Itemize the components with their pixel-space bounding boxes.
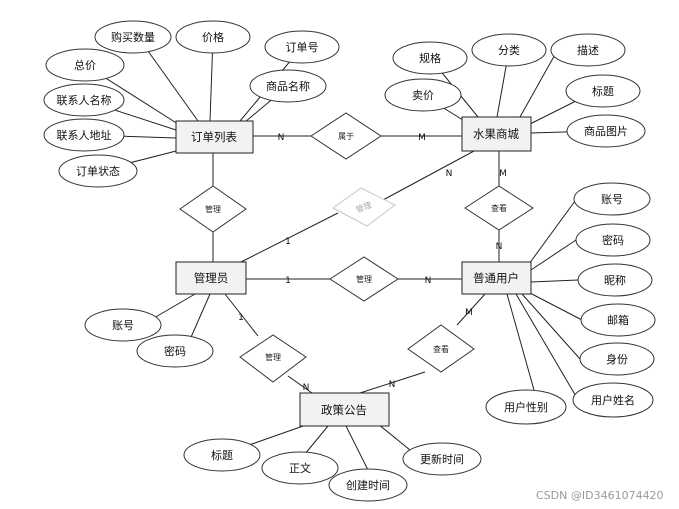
card-notice-user: N — [389, 380, 396, 390]
card-admin-manage-goods: 1 — [285, 237, 291, 247]
attr-fruit-image[interactable]: 商品图片 — [566, 114, 646, 148]
attr-fruit-sell-price[interactable]: 卖价 — [384, 78, 462, 112]
entity-order-list[interactable]: 订单列表 — [175, 120, 254, 154]
attr-order-contact-name[interactable]: 联系人名称 — [43, 83, 125, 117]
attr-user-realname-label: 用户姓名 — [591, 393, 635, 407]
attr-user-password-label: 密码 — [602, 233, 624, 247]
attr-notice-title-label: 标题 — [211, 448, 233, 462]
entity-fruit-mall-label: 水果商城 — [473, 127, 519, 141]
entity-user-label: 普通用户 — [473, 271, 519, 285]
attr-order-total[interactable]: 总价 — [45, 48, 125, 82]
attr-admin-account-label: 账号 — [112, 319, 134, 332]
card-admin-user: 1 — [285, 276, 291, 286]
relationship-admin-order-label: 管理 — [205, 204, 221, 214]
relationship-admin-notice-label: 管理 — [265, 352, 281, 362]
relationship-admin-notice[interactable]: 管理 — [239, 334, 307, 383]
card-admin-notice: 1 — [238, 313, 244, 323]
attr-order-number[interactable]: 订单号 — [264, 30, 340, 64]
attr-notice-created-label: 创建时间 — [346, 478, 390, 492]
attr-fruit-spec-label: 规格 — [419, 51, 441, 65]
attr-fruit-spec[interactable]: 规格 — [392, 41, 468, 75]
attr-user-nickname-label: 昵称 — [604, 273, 626, 287]
attr-order-status-label: 订单状态 — [76, 164, 120, 178]
attr-user-realname[interactable]: 用户姓名 — [572, 382, 654, 418]
attr-fruit-description-label: 描述 — [577, 43, 599, 57]
card-order-belongs: N — [278, 133, 285, 143]
attr-notice-updated[interactable]: 更新时间 — [402, 442, 482, 476]
attr-order-price[interactable]: 价格 — [175, 20, 251, 54]
attr-fruit-category[interactable]: 分类 — [471, 33, 547, 67]
attr-notice-body-label: 正文 — [289, 461, 311, 475]
attr-user-nickname[interactable]: 昵称 — [577, 263, 653, 297]
attr-fruit-category-label: 分类 — [498, 43, 520, 57]
cardinality-labels: N M N 1 M N 1 N 1 N M N — [238, 133, 507, 393]
attr-notice-created[interactable]: 创建时间 — [328, 468, 408, 502]
attr-admin-password-label: 密码 — [164, 344, 186, 358]
relationship-user-view-notice-label: 查看 — [433, 344, 449, 354]
card-user-notice: M — [465, 308, 473, 318]
attr-order-total-label: 总价 — [74, 58, 96, 72]
attr-order-quantity[interactable]: 购买数量 — [94, 20, 172, 54]
entity-admin-label: 管理员 — [194, 271, 229, 285]
card-fruit-manage: N — [446, 169, 453, 179]
attr-notice-body[interactable]: 正文 — [261, 451, 339, 485]
attr-fruit-description[interactable]: 描述 — [550, 33, 626, 67]
card-user-view: N — [496, 242, 503, 252]
attr-user-gender-label: 用户性别 — [504, 400, 548, 414]
attr-user-identity[interactable]: 身份 — [579, 342, 655, 376]
relationship-belongs[interactable]: 属于 — [310, 112, 382, 160]
card-fruit-view: M — [499, 169, 507, 179]
attr-order-product-name-label: 商品名称 — [266, 79, 310, 93]
attr-fruit-title[interactable]: 标题 — [565, 74, 641, 108]
entity-notice[interactable]: 政策公告 — [299, 392, 390, 427]
attr-order-product-name[interactable]: 商品名称 — [249, 69, 327, 103]
attr-user-account-label: 账号 — [601, 193, 623, 206]
attr-order-status[interactable]: 订单状态 — [58, 154, 138, 188]
attr-order-quantity-label: 购买数量 — [111, 30, 155, 44]
relationship-admin-goods[interactable]: 管理 — [332, 187, 396, 227]
attr-fruit-image-label: 商品图片 — [584, 124, 628, 138]
attr-order-contact-address[interactable]: 联系人地址 — [43, 118, 125, 152]
attr-admin-password[interactable]: 密码 — [136, 334, 214, 368]
attr-notice-title[interactable]: 标题 — [183, 438, 261, 472]
entity-user[interactable]: 普通用户 — [461, 261, 532, 295]
card-user-admin: N — [425, 276, 432, 286]
attr-fruit-sell-price-label: 卖价 — [412, 89, 434, 102]
attr-notice-updated-label: 更新时间 — [420, 452, 464, 466]
attr-user-password[interactable]: 密码 — [575, 223, 651, 257]
entity-order-list-label: 订单列表 — [191, 130, 237, 144]
relationship-admin-order[interactable]: 管理 — [179, 185, 247, 233]
relationship-user-view-goods-label: 查看 — [491, 203, 507, 213]
relationship-user-view-goods[interactable]: 查看 — [464, 185, 534, 231]
entity-notice-label: 政策公告 — [321, 403, 367, 417]
attr-order-number-label: 订单号 — [286, 41, 319, 54]
relationship-admin-user-label: 管理 — [356, 274, 372, 284]
relationship-admin-user[interactable]: 管理 — [329, 256, 399, 302]
card-notice-admin: N — [303, 383, 310, 393]
attr-order-contact-address-label: 联系人地址 — [57, 128, 112, 142]
attr-order-price-label: 价格 — [202, 30, 224, 44]
attr-user-gender[interactable]: 用户性别 — [485, 389, 567, 425]
attr-order-contact-name-label: 联系人名称 — [57, 93, 112, 107]
attr-user-email-label: 邮箱 — [607, 313, 629, 327]
watermark: CSDN @ID3461074420 — [536, 489, 664, 502]
attr-admin-account[interactable]: 账号 — [84, 308, 162, 342]
attr-user-account[interactable]: 账号 — [573, 182, 651, 216]
entity-admin[interactable]: 管理员 — [175, 261, 247, 295]
card-fruit-belongs: M — [418, 133, 426, 143]
relationship-user-view-notice[interactable]: 查看 — [407, 324, 475, 373]
attr-fruit-title-label: 标题 — [592, 84, 614, 98]
entity-fruit-mall[interactable]: 水果商城 — [461, 116, 532, 152]
attr-user-email[interactable]: 邮箱 — [580, 303, 656, 337]
attr-user-identity-label: 身份 — [606, 352, 628, 366]
relationship-belongs-label: 属于 — [338, 132, 354, 141]
